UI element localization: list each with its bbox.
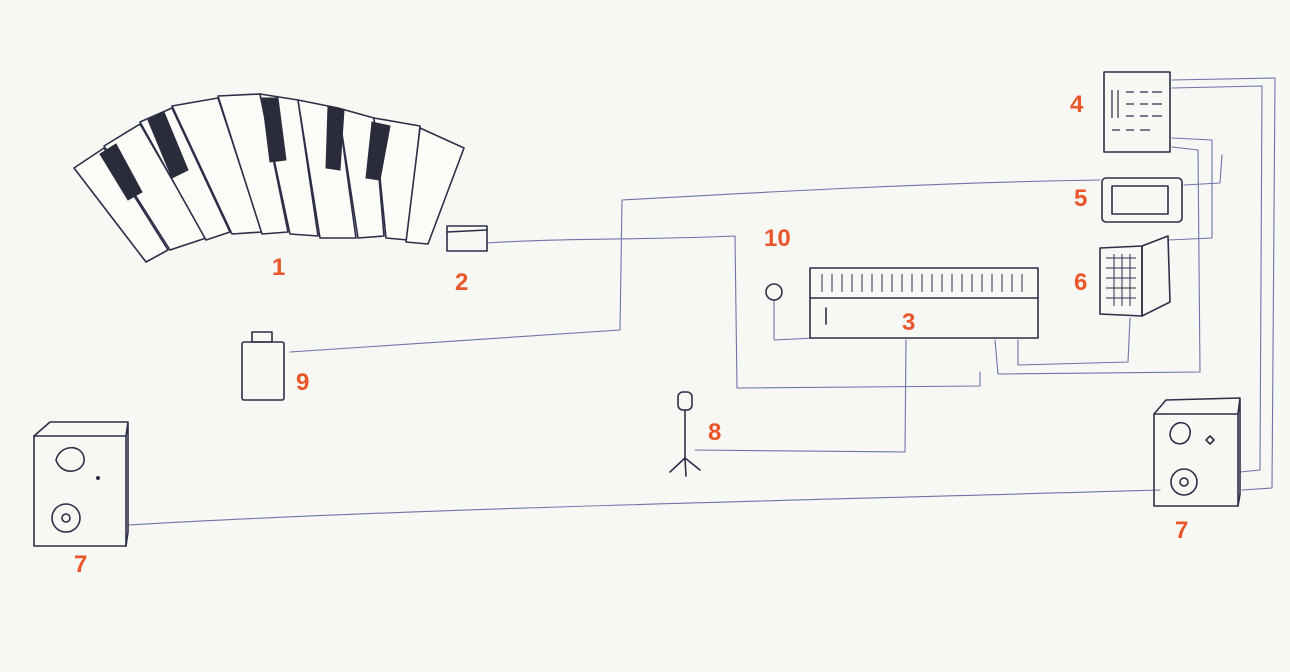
label-rack-unit: 3 bbox=[902, 309, 915, 336]
rack-fader-strip bbox=[822, 274, 1022, 292]
label-microphone: 8 bbox=[708, 419, 721, 446]
label-monitor-left: 7 bbox=[74, 551, 87, 578]
cable-device4-to-right-speaker-2 bbox=[1172, 78, 1275, 490]
panel-device-icon bbox=[1104, 72, 1170, 152]
keyboard-arc-icon bbox=[74, 94, 464, 262]
label-keyboards: 1 bbox=[272, 254, 285, 281]
label-device-4: 4 bbox=[1070, 91, 1084, 118]
rack-unit-icon bbox=[810, 268, 1038, 338]
cable-tablet-to-device4 bbox=[1184, 155, 1222, 185]
label-knob: 10 bbox=[764, 225, 791, 252]
label-device-5: 5 bbox=[1074, 185, 1087, 212]
cable-rack-to-laptop bbox=[1018, 318, 1130, 365]
small-device-icon bbox=[242, 332, 284, 400]
knob-icon bbox=[766, 284, 782, 300]
microphone-stand-icon bbox=[670, 392, 700, 476]
speaker-icon bbox=[1154, 398, 1240, 506]
label-monitor-right: 7 bbox=[1175, 517, 1188, 544]
cable-left-to-right-speaker bbox=[128, 490, 1160, 525]
label-interface-box: 2 bbox=[455, 269, 468, 296]
cable-knob-to-rack bbox=[774, 300, 815, 340]
label-laptop: 6 bbox=[1074, 269, 1087, 296]
laptop-icon bbox=[1100, 236, 1170, 316]
tablet-icon bbox=[1102, 178, 1182, 222]
interface-box-icon bbox=[447, 226, 487, 251]
cable-laptop-to-device4 bbox=[1168, 138, 1212, 240]
label-device-9: 9 bbox=[296, 369, 309, 396]
speaker-icon bbox=[34, 422, 128, 546]
cable-mic-to-rack bbox=[695, 340, 906, 452]
